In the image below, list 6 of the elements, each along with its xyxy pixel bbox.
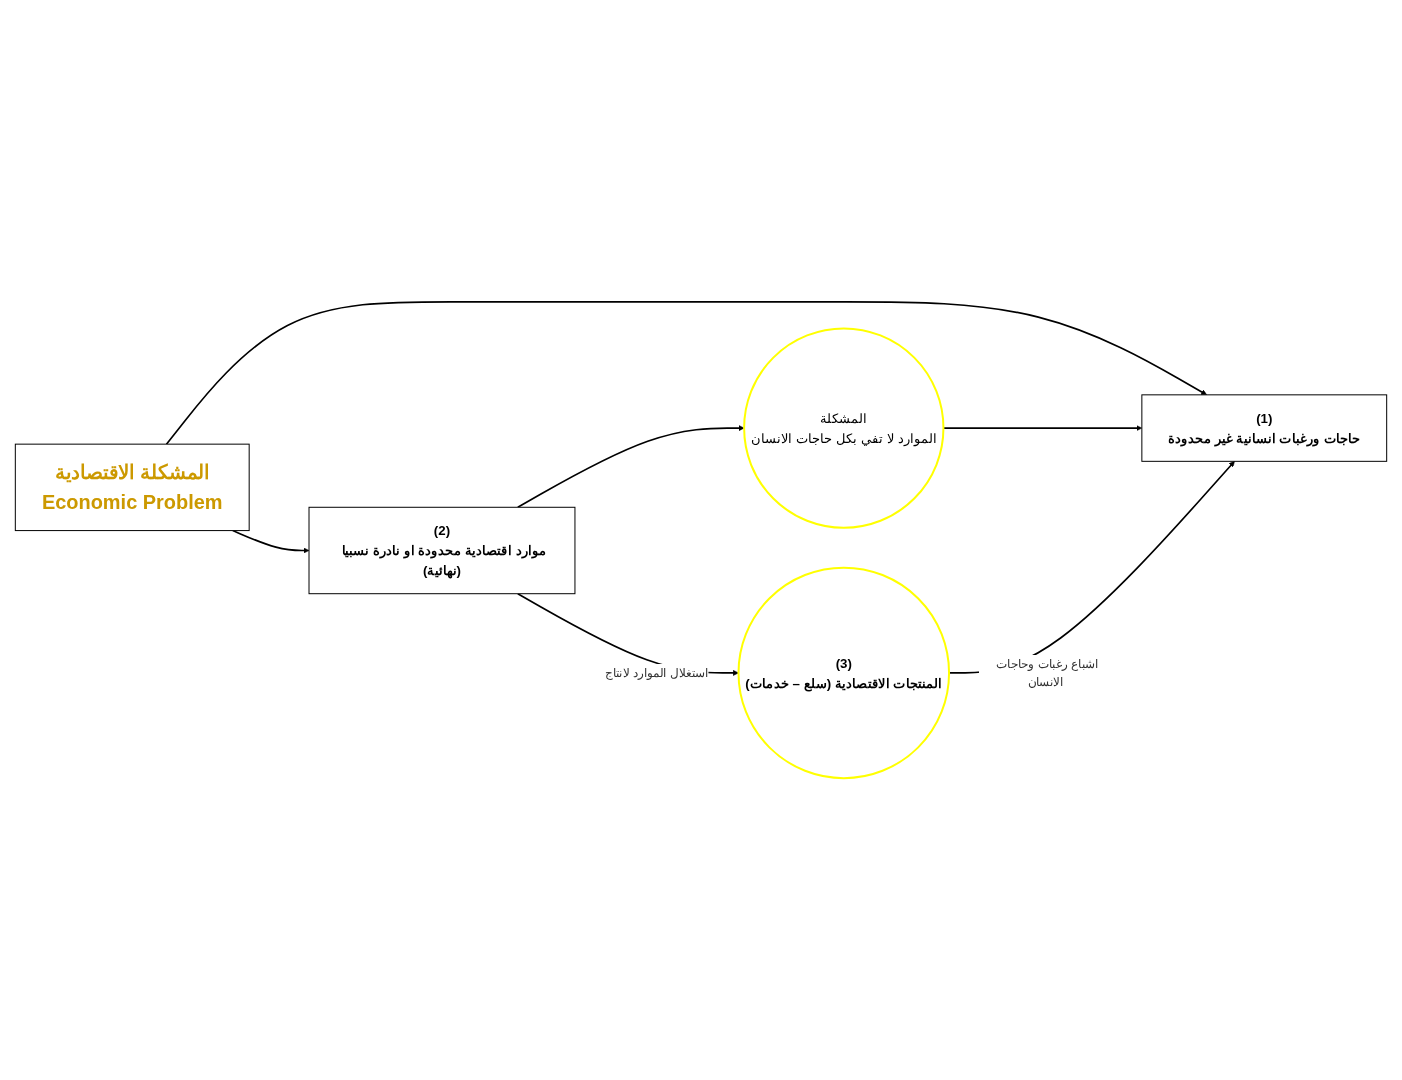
- arrow: [516, 425, 745, 509]
- edge-label: اشباع رغبات وحاجات الانسان: [995, 656, 1099, 689]
- arrow: [165, 301, 1207, 445]
- node-circle: المشكلة الموارد لا تفي بكل حاجات الانسان: [743, 327, 945, 529]
- edge-label: استغلال الموارد لانتاج: [604, 665, 709, 680]
- arrow: [231, 529, 310, 554]
